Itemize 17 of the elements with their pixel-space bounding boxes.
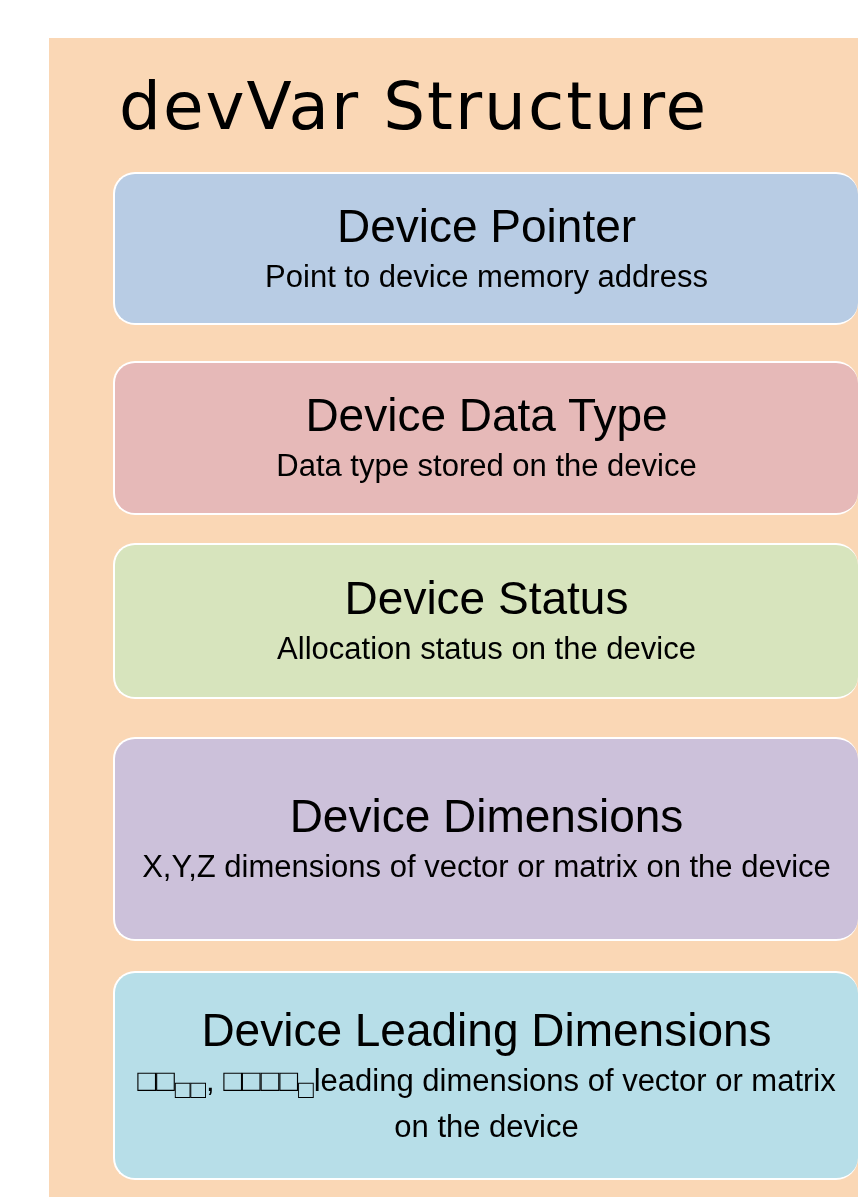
field-name: Device Status xyxy=(344,572,629,626)
panel-title: devVar Structure xyxy=(119,68,709,145)
field-description: □□$_{□□}$, □□□□$_{□}$leading dimensions of vector or matrix on the device xyxy=(136,1061,837,1146)
field-card xyxy=(113,971,858,1180)
field-name: Device Dimensions xyxy=(289,790,684,844)
field-card xyxy=(113,737,858,941)
field-description: X,Y,Z dimensions of vector or matrix on the device xyxy=(142,848,831,887)
field-card xyxy=(113,543,858,699)
field-description: Data type stored on the device xyxy=(276,447,697,486)
field-card xyxy=(113,361,858,515)
field-description: Allocation status on the device xyxy=(277,630,696,669)
field-name: Device Data Type xyxy=(305,389,668,443)
field-description: Point to device memory address xyxy=(265,257,708,296)
field-name: Device Pointer xyxy=(336,199,637,253)
panel-background xyxy=(49,38,858,1197)
field-card xyxy=(113,172,858,325)
field-name: Device Leading Dimensions xyxy=(201,1004,772,1057)
